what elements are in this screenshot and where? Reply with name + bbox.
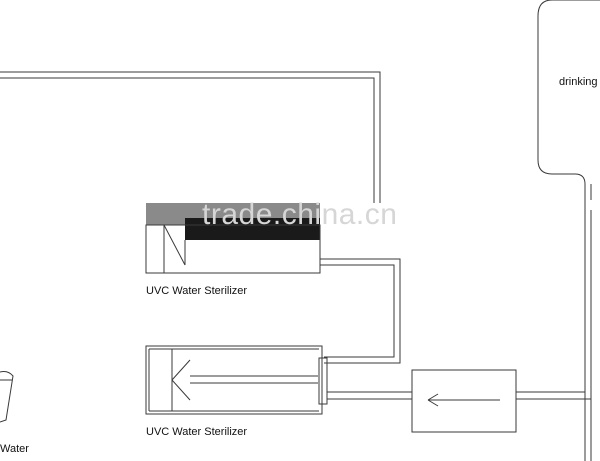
water-glass: [0, 371, 14, 423]
drinking-water-tank: [537, 0, 600, 461]
watermark: trade.china.cn: [202, 198, 398, 231]
label-sterilizer-bottom: UVC Water Sterilizer: [146, 426, 248, 438]
connecting-pipe: [320, 258, 401, 364]
filter-unit: [411, 369, 517, 433]
uvc-sterilizer-top: [145, 203, 321, 274]
top-return-pipe: [0, 71, 381, 203]
outlet-pipe: [327, 391, 591, 400]
label-sterilizer-top: UVC Water Sterilizer: [146, 285, 248, 297]
uvc-sterilizer-bottom: [145, 345, 328, 415]
label-drinking-water: drinking: [559, 76, 598, 88]
flow-direction-arrow: [427, 393, 500, 407]
label-water: Water: [0, 443, 29, 455]
